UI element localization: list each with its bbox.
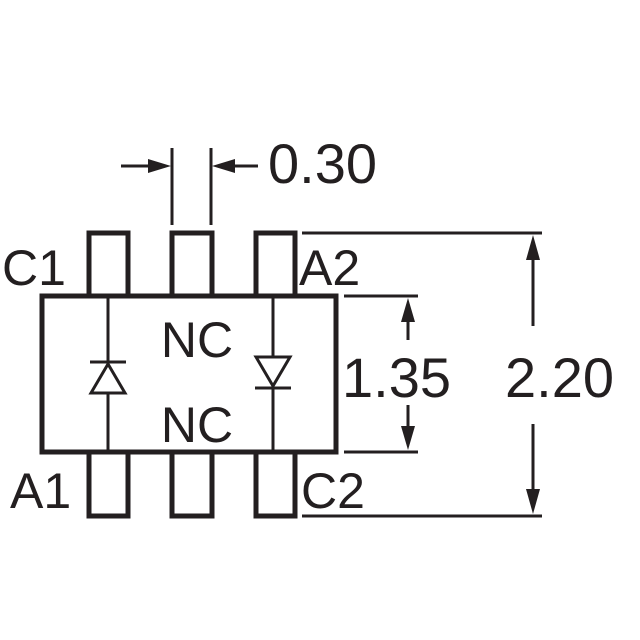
diode-right-triangle [253, 355, 293, 389]
pin-label-a2: A2 [299, 240, 360, 296]
pin-label-c1: C1 [2, 240, 66, 296]
center-label-top: NC [161, 312, 233, 368]
arrow-up-icon [401, 298, 415, 322]
lead-top-left [86, 230, 131, 299]
diode-left-triangle [88, 361, 128, 395]
lead-bottom-right [253, 449, 298, 519]
lead-bottom-middle [169, 449, 215, 519]
lead-width-dimension [121, 148, 258, 225]
center-label-bottom: NC [161, 397, 233, 453]
overall-height-dimension [302, 231, 542, 518]
lead-top-right [253, 230, 298, 299]
dimension-value-lead-width: 0.30 [268, 132, 377, 195]
arrow-left-icon [212, 159, 235, 173]
dimension-value-body-height: 1.35 [342, 346, 451, 409]
arrow-up-icon [526, 235, 540, 260]
diode-right [253, 296, 293, 452]
arrow-down-icon [526, 489, 540, 514]
pin-label-c2: C2 [301, 463, 365, 519]
lead-top-middle [169, 230, 215, 299]
lead-bottom-left [86, 449, 131, 519]
arrow-right-icon [148, 159, 171, 173]
pin-label-a1: A1 [10, 463, 71, 519]
diode-left [88, 296, 128, 452]
arrow-down-icon [401, 426, 415, 450]
dimension-value-overall-height: 2.20 [505, 346, 614, 409]
body-height-dimension [344, 294, 418, 454]
